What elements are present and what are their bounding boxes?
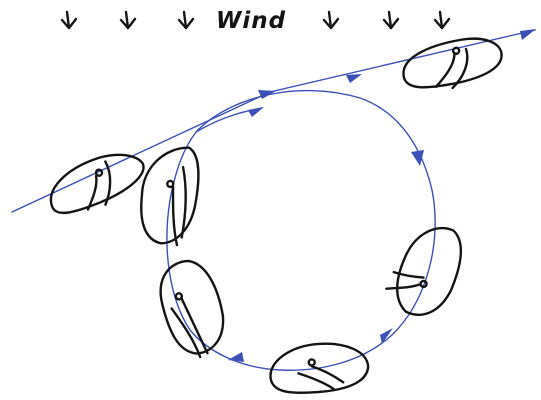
wind-arrow-icon xyxy=(62,12,76,28)
wind-arrow-icon xyxy=(324,12,338,28)
circular-course xyxy=(167,91,435,371)
boat-icon xyxy=(399,33,506,96)
wind-label: Wind xyxy=(216,8,286,34)
course-arrowhead xyxy=(520,29,536,40)
boat-icon xyxy=(268,341,369,396)
boat-icon xyxy=(137,143,202,246)
straight-course-line xyxy=(12,29,536,212)
course-arrowhead xyxy=(346,74,362,83)
wind-arrow-icon xyxy=(121,12,135,28)
wind-arrow-icon xyxy=(435,12,449,28)
wind-arrow-icon xyxy=(179,12,193,28)
course-arrowhead xyxy=(248,107,264,117)
boat-icon xyxy=(153,255,231,363)
boat-icon xyxy=(381,216,469,323)
wind-arrow-icon xyxy=(384,12,398,28)
wind-indicator: Wind xyxy=(62,8,449,34)
course-arrowhead xyxy=(228,352,244,362)
